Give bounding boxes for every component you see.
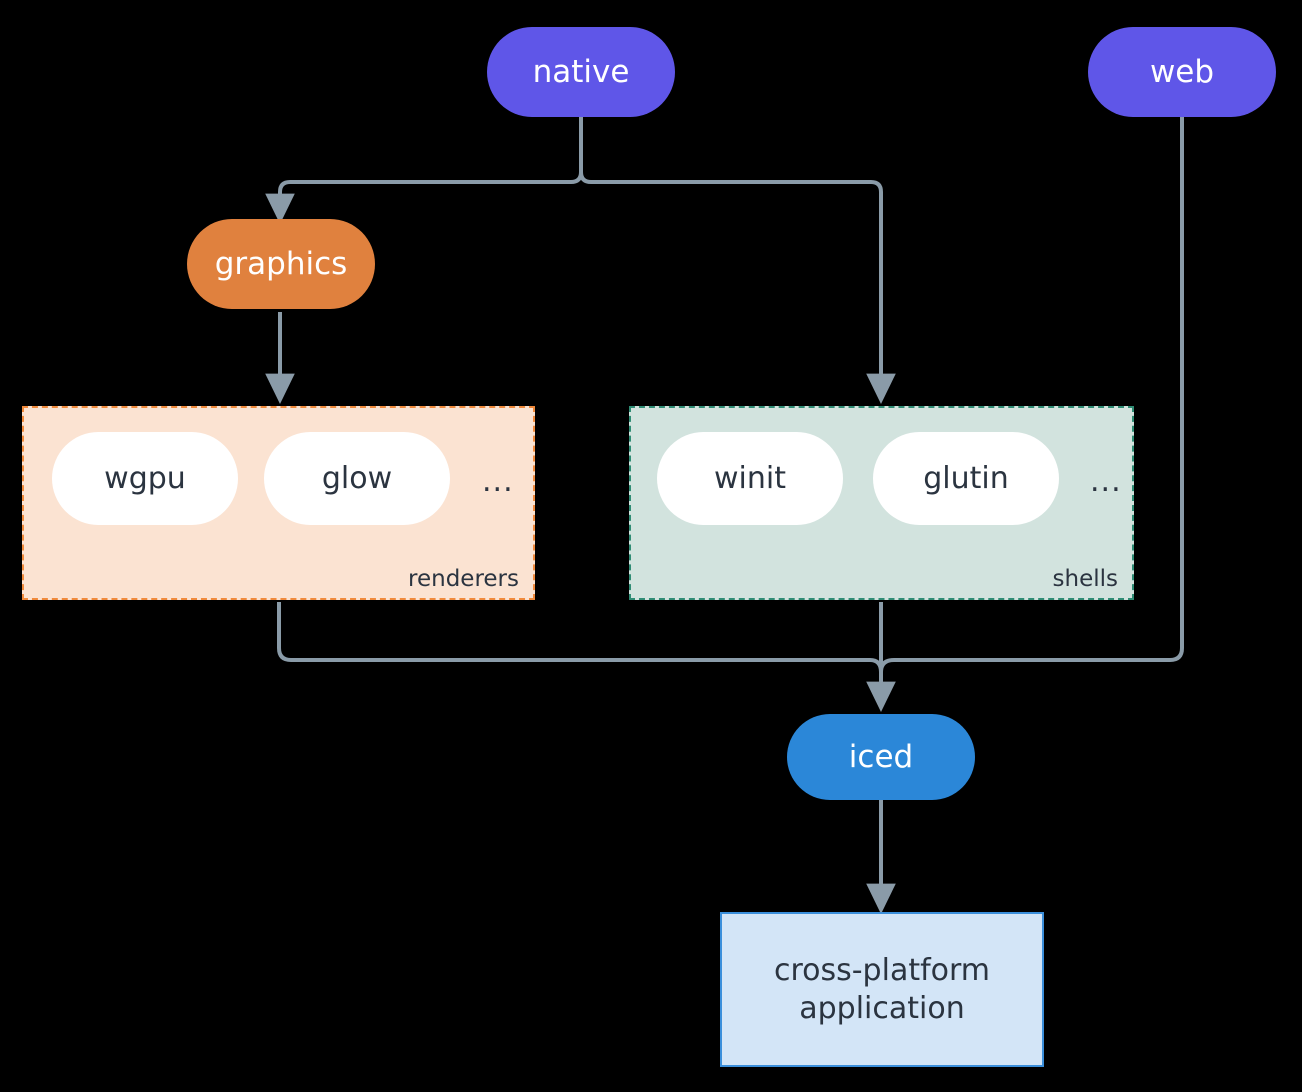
shells-more-ellipsis: ... [1090,464,1122,499]
group-renderers: wgpu glow ... renderers [22,406,535,600]
leaf-winit-label: winit [714,461,786,496]
node-application-label: cross-platform application [773,953,991,1026]
node-web[interactable]: web [1088,27,1276,117]
edge-merge-right-curve [879,658,895,673]
leaf-wgpu-label: wgpu [104,461,186,496]
edge-native-to-shells [591,180,896,405]
renderers-more-ellipsis: ... [482,464,514,499]
leaf-winit[interactable]: winit [657,432,843,525]
node-cross-platform-application[interactable]: cross-platform application [720,912,1044,1067]
leaf-glow[interactable]: glow [264,432,450,525]
node-graphics[interactable]: graphics [187,219,375,309]
node-web-label: web [1149,53,1215,90]
node-native[interactable]: native [487,27,675,117]
edge-native-trunk [579,117,592,184]
leaf-glutin[interactable]: glutin [873,432,1059,525]
edge-native-to-graphics [265,171,583,225]
leaf-glutin-label: glutin [923,461,1009,496]
leaf-glow-label: glow [321,461,393,496]
group-renderers-title: renderers [408,566,519,592]
group-shells: winit glutin ... shells [629,406,1134,600]
node-iced[interactable]: iced [787,714,975,800]
leaf-wgpu[interactable]: wgpu [52,432,238,525]
group-shells-title: shells [1052,566,1118,592]
node-graphics-label: graphics [214,245,348,282]
edge-renderers-to-iced [277,602,870,662]
node-iced-label: iced [848,738,914,775]
edge-merge-left-curve [869,658,883,673]
node-native-label: native [532,53,630,90]
